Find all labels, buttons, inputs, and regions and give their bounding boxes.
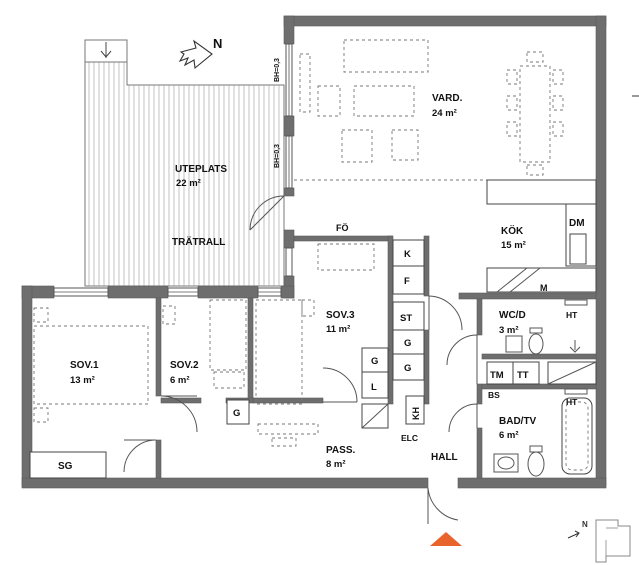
label-dm: DM: [569, 218, 585, 229]
bath-fixtures: [486, 299, 597, 477]
bedroom-furniture: [29, 299, 319, 479]
room-pass-area: 8 m²: [326, 459, 346, 470]
floor-material-label: TRÄTRALL: [172, 235, 225, 248]
label-g: G: [404, 363, 411, 374]
svg-text:N: N: [582, 520, 588, 529]
windows: [53, 43, 293, 297]
label-g: G: [371, 356, 378, 367]
label-g: G: [404, 338, 411, 349]
room-uteplats-name: UTEPLATS: [175, 164, 227, 175]
room-sov2-area: 6 m²: [170, 375, 190, 386]
label-tt: TT: [517, 370, 529, 381]
north-arrow-icon: [178, 39, 213, 70]
room-badtv-name: BAD/TV: [499, 416, 537, 427]
room-wcd-area: 3 m²: [499, 325, 519, 336]
room-wcd-name: WC/D: [499, 310, 526, 321]
window-sill-height-label: BH=0,3: [274, 144, 281, 168]
label-k: K: [404, 249, 411, 260]
label-m: M: [540, 283, 548, 293]
north-label: N: [213, 36, 222, 51]
key-plan-icon: N: [567, 519, 631, 563]
entrance-marker-icon: [430, 532, 462, 546]
window-sill-height-label: BH=0,3: [274, 58, 281, 82]
label-tm: TM: [490, 370, 504, 381]
room-sov1-name: SOV.1: [70, 360, 99, 371]
label-g: G: [233, 408, 240, 419]
room-pass-name: PASS.: [326, 445, 355, 456]
room-badtv-area: 6 m²: [499, 430, 519, 441]
label-st: ST: [400, 313, 412, 324]
label-kh: KH: [411, 407, 421, 420]
kitchen-fixtures: [317, 179, 597, 293]
room-kok-name: KÖK: [501, 224, 524, 237]
walls: [21, 15, 607, 489]
room-kok-area: 15 m²: [501, 240, 526, 251]
room-vard-name: VARD.: [432, 93, 463, 104]
label-l: L: [371, 382, 377, 393]
room-vard-area: 24 m²: [432, 108, 457, 119]
label-sg: SG: [58, 461, 73, 472]
label-ht: HT: [566, 310, 578, 320]
label-f: F: [404, 276, 410, 287]
wardrobes: [361, 239, 425, 429]
room-uteplats-area: 22 m²: [176, 178, 201, 189]
label-elc: ELC: [401, 433, 418, 443]
room-hall-name: HALL: [431, 452, 458, 463]
room-sov2-name: SOV.2: [170, 360, 199, 371]
label-ht: HT: [566, 397, 578, 407]
label-bs: BS: [488, 390, 500, 400]
room-sov3-name: SOV.3: [326, 310, 355, 321]
deck-terrace: [84, 39, 285, 287]
living-furniture: [294, 39, 596, 181]
room-sov1-area: 13 m²: [70, 375, 95, 386]
room-sov3-area: 11 m²: [326, 324, 350, 335]
deck-stair-arrow-icon: [100, 42, 112, 58]
label-fo: FÖ: [336, 223, 349, 233]
